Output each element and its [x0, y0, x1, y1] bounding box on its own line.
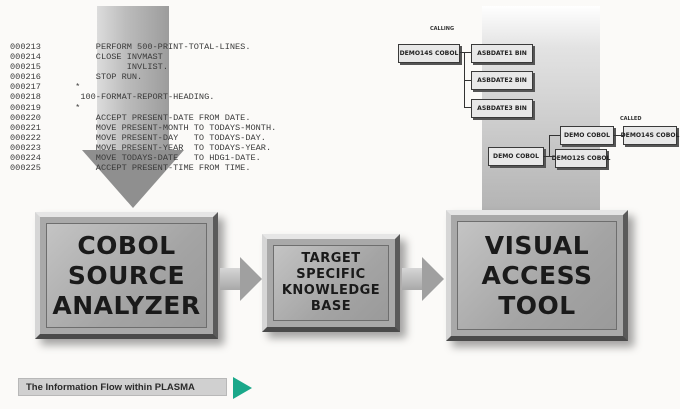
code-text: ACCEPT PRESENT-DATE FROM DATE.: [70, 112, 251, 123]
connector-line: [459, 52, 471, 53]
analyzer-line-3: ANALYZER: [52, 290, 201, 320]
line-number: 000217: [10, 82, 41, 93]
program-box-lower-left[interactable]: DEMO COBOL: [488, 147, 544, 166]
code-line: 000222 MOVE PRESENT-DAY TO TODAYS-DAY.: [10, 133, 290, 143]
program-box-root[interactable]: DEMO14S COBOL: [398, 44, 460, 63]
code-line: 000220 ACCEPT PRESENT-DATE FROM DATE.: [10, 113, 290, 123]
code-text: MOVE PRESENT-MONTH TO TODAYS-MONTH.: [70, 122, 277, 133]
connector-line: [543, 156, 555, 157]
knowledge-line-4: BASE: [310, 299, 352, 314]
flow-arrow-2-head: [422, 257, 444, 301]
code-text: INVLIST.: [70, 62, 168, 73]
called-label: CALLED: [620, 116, 642, 122]
code-line: 000214 CLOSE INVMAST: [10, 52, 290, 62]
cobol-code-listing: 000213 PERFORM 500-PRINT-TOTAL-LINES.000…: [10, 42, 290, 173]
connector-line: [549, 135, 560, 136]
knowledge-line-3: KNOWLEDGE: [281, 283, 381, 298]
connector-line: [464, 107, 471, 108]
knowledge-line-2: SPECIFIC: [296, 267, 366, 282]
code-line: 000221 MOVE PRESENT-MONTH TO TODAYS-MONT…: [10, 123, 290, 133]
code-text: *: [70, 82, 81, 93]
caption-arrow-icon: [233, 377, 252, 399]
program-box-child-3[interactable]: ASBDATE3 BIN: [471, 99, 533, 118]
program-box-upper-right[interactable]: DEMO14S COBOL: [621, 126, 679, 145]
code-text: MOVE PRESENT-YEAR TO TODAYS-YEAR.: [70, 142, 272, 153]
cobol-source-analyzer-label: COBOL SOURCE ANALYZER: [46, 223, 207, 328]
line-number: 000223: [10, 142, 41, 153]
flow-arrow-1-shaft: [220, 268, 242, 290]
code-line: 000223 MOVE PRESENT-YEAR TO TODAYS-YEAR.: [10, 143, 290, 153]
visual-line-3: TOOL: [498, 290, 576, 320]
knowledge-base-box: TARGET SPECIFIC KNOWLEDGE BASE: [262, 234, 400, 332]
code-text: *: [70, 102, 81, 113]
code-line: 000224 MOVE TODAYS-DATE TO HDG1-DATE.: [10, 153, 290, 163]
code-line: 000217 *: [10, 82, 290, 92]
code-line: 000219 *: [10, 103, 290, 113]
connector-line: [613, 135, 623, 136]
code-line: 000216 STOP RUN.: [10, 72, 290, 82]
analyzer-line-2: SOURCE: [67, 260, 186, 290]
line-number: 000213: [10, 42, 41, 52]
calling-label: CALLING: [430, 26, 455, 32]
input-arrow-head: [82, 150, 184, 208]
line-number: 000224: [10, 153, 41, 164]
code-text: MOVE PRESENT-DAY TO TODAYS-DAY.: [70, 132, 266, 143]
line-number: 000214: [10, 52, 41, 63]
visual-access-tool-label: VISUAL ACCESS TOOL: [457, 221, 617, 330]
line-number: 000218: [10, 92, 41, 103]
program-box-upper-mid[interactable]: DEMO COBOL: [560, 126, 614, 145]
figure-caption: The Information Flow within PLASMA: [18, 378, 227, 396]
code-line: 000213 PERFORM 500-PRINT-TOTAL-LINES.: [10, 42, 290, 52]
visual-access-tool-box: VISUAL ACCESS TOOL: [446, 210, 628, 341]
code-text: 100-FORMAT-REPORT-HEADING.: [70, 92, 215, 103]
flow-arrow-1-head: [240, 257, 262, 301]
line-number: 000216: [10, 72, 41, 83]
input-arrow-shaft: [97, 6, 169, 154]
connector-line: [549, 135, 550, 156]
program-box-lower-mid[interactable]: DEMO12S COBOL: [552, 149, 610, 168]
knowledge-base-label: TARGET SPECIFIC KNOWLEDGE BASE: [273, 245, 389, 321]
code-text: CLOSE INVMAST: [70, 52, 163, 63]
code-line: 000218 100-FORMAT-REPORT-HEADING.: [10, 92, 290, 102]
analyzer-line-1: COBOL: [77, 230, 176, 260]
code-text: ACCEPT PRESENT-TIME FROM TIME.: [70, 163, 251, 174]
code-line: 000215 INVLIST.: [10, 62, 290, 72]
visual-line-2: ACCESS: [481, 260, 593, 290]
knowledge-line-1: TARGET: [301, 251, 361, 266]
line-number: 000222: [10, 132, 41, 143]
code-text: STOP RUN.: [70, 72, 143, 83]
program-box-child-1[interactable]: ASBDATE1 BIN: [471, 44, 533, 63]
line-number: 000221: [10, 122, 41, 133]
line-number: 000219: [10, 102, 41, 113]
code-line: 000225 ACCEPT PRESENT-TIME FROM TIME.: [10, 163, 290, 173]
code-text: PERFORM 500-PRINT-TOTAL-LINES.: [70, 42, 251, 52]
line-number: 000215: [10, 62, 41, 73]
line-number: 000225: [10, 163, 41, 174]
connector-line: [464, 80, 471, 81]
line-number: 000220: [10, 112, 41, 123]
flow-arrow-2-shaft: [402, 268, 424, 290]
code-text: MOVE TODAYS-DATE TO HDG1-DATE.: [70, 153, 261, 164]
program-box-child-2[interactable]: ASBDATE2 BIN: [471, 71, 533, 90]
cobol-source-analyzer-box: COBOL SOURCE ANALYZER: [35, 212, 218, 339]
visual-line-1: VISUAL: [484, 230, 590, 260]
